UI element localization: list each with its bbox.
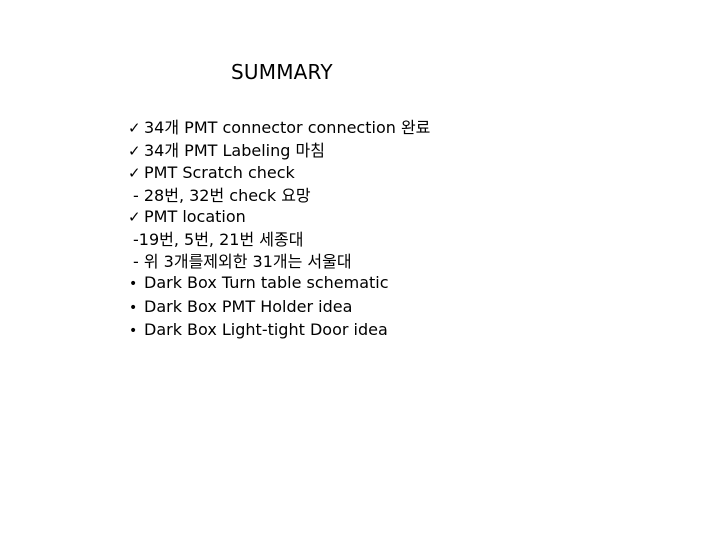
bullet-icon: • <box>129 299 138 316</box>
checkmark-icon: ✓ <box>128 141 141 160</box>
list-item-text: -19번, 5번, 21번 세종대 <box>133 229 304 249</box>
sub-list-item: - 위 3개를제외한 31개는 서울대 <box>128 251 430 273</box>
list-item-text: 34개 PMT connector connection 완료 <box>144 118 431 137</box>
bullet-icon: • <box>129 276 138 293</box>
list-item-text: PMT Scratch check <box>144 163 295 183</box>
list-item: ✓34개 PMT connector connection 완료 <box>128 117 430 140</box>
sub-list-item: -19번, 5번, 21번 세종대 <box>128 229 430 251</box>
list-item-text: - 28번, 32번 check 요망 <box>133 185 311 205</box>
sub-list-item: - 28번, 32번 check 요망 <box>128 185 430 207</box>
list-item: • Dark Box PMT Holder idea <box>128 296 430 320</box>
list-item-text: Dark Box PMT Holder idea <box>144 296 353 316</box>
list-item: • Dark Box Turn table schematic <box>128 272 430 296</box>
list-item: ✓34개 PMT Labeling 마침 <box>128 140 430 163</box>
checkmark-icon: ✓ <box>128 164 141 183</box>
list-item: • Dark Box Light-tight Door idea <box>128 319 430 343</box>
checkmark-icon: ✓ <box>128 208 141 227</box>
bullet-icon: • <box>129 323 138 340</box>
list-item-text: Dark Box Light-tight Door idea <box>144 320 388 340</box>
list-item: ✓PMT location <box>128 206 430 229</box>
list-item-text: 34개 PMT Labeling 마침 <box>144 140 325 160</box>
slide-title: SUMMARY <box>231 60 333 84</box>
list-item-text: PMT location <box>144 207 246 227</box>
list-item-text: Dark Box Turn table schematic <box>144 273 389 293</box>
checkmark-icon: ✓ <box>128 119 141 137</box>
list-item: ✓PMT Scratch check <box>128 162 430 185</box>
list-item-text: - 위 3개를제외한 31개는 서울대 <box>133 251 352 271</box>
summary-list: ✓34개 PMT connector connection 완료 ✓34개 PM… <box>128 117 430 343</box>
